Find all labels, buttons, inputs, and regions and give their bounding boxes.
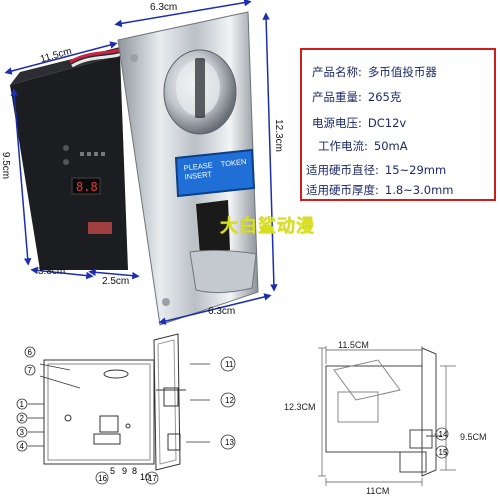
callout-3: 3 xyxy=(20,428,25,437)
side-dim-right: 9.5CM xyxy=(460,432,487,442)
spec-value: 1.8~3.0mm xyxy=(384,183,454,197)
spec-row-weight: 产品重量: 265克 xyxy=(312,89,401,105)
spec-row-name: 产品名称: 多币值投币器 xyxy=(312,64,437,80)
spec-key: 工作电流: xyxy=(318,139,368,153)
spec-value: DC12v xyxy=(367,116,407,130)
callout-12: 12 xyxy=(225,396,234,405)
callout-6: 6 xyxy=(28,348,33,357)
spec-row-voltage: 电源电压: DC12v xyxy=(312,115,406,131)
dim-label-left-height: 9.5cm xyxy=(0,151,12,180)
callout-10: 10 xyxy=(140,472,150,482)
callout-16: 16 xyxy=(98,474,107,483)
spec-key: 适用硬币直径: xyxy=(306,163,379,177)
spec-value: 15~29mm xyxy=(384,163,447,177)
side-view-diagram: 14 15 xyxy=(318,346,456,486)
dim-label-bottom-width: 6.3cm xyxy=(208,306,236,317)
dim-label-bottom-mid: 2.5cm xyxy=(102,276,130,287)
callout-7: 7 xyxy=(28,366,33,375)
dim-label-right-height: 12.3cm xyxy=(272,119,284,152)
callout-14: 14 xyxy=(439,430,448,439)
spec-key: 产品重量: xyxy=(312,90,362,104)
spec-value: 50mA xyxy=(373,139,408,153)
svg-text:8.8: 8.8 xyxy=(76,180,98,194)
spec-key: 产品名称: xyxy=(312,65,362,79)
spec-value: 265克 xyxy=(367,90,402,104)
side-dim-left: 12.3CM xyxy=(284,402,316,412)
front-view-diagram: 11 12 13 6 7 1 2 3 4 16 5 9 8 10 17 xyxy=(16,333,236,485)
spec-row-thickness: 适用硬币厚度: 1.8~3.0mm xyxy=(306,182,454,198)
spec-row-current: 工作电流: 50mA xyxy=(318,138,408,154)
side-dim-top: 11.5CM xyxy=(338,340,369,350)
callout-11: 11 xyxy=(225,360,234,369)
callout-8: 8 xyxy=(132,466,137,476)
button-line-token: TOKEN xyxy=(220,157,247,169)
dim-label-bottom-left: 3.8cm xyxy=(38,266,66,277)
spec-key: 适用硬币厚度: xyxy=(306,183,379,197)
spec-key: 电源电压: xyxy=(312,116,362,130)
side-dim-bottom: 11CM xyxy=(366,486,390,496)
callout-5: 5 xyxy=(110,466,115,476)
callout-2: 2 xyxy=(20,414,25,423)
callout-13: 13 xyxy=(225,438,234,447)
callout-1: 1 xyxy=(20,400,25,409)
watermark-text: 大白鲨动漫 xyxy=(220,216,315,237)
spec-card: 产品名称: 多币值投币器 产品重量: 265克 电源电压: DC12v 工作电流: 50… xyxy=(300,48,496,201)
callout-17: 17 xyxy=(148,474,157,483)
spec-row-diameter: 适用硬币直径: 15~29mm xyxy=(306,162,446,178)
dim-label-top-width: 6.3cm xyxy=(150,2,178,13)
callout-4: 4 xyxy=(20,442,25,451)
product-photo: 8.8 xyxy=(4,0,278,326)
spec-value: 多币值投币器 xyxy=(367,65,437,79)
callout-9: 9 xyxy=(122,466,127,476)
callout-15: 15 xyxy=(439,448,448,457)
